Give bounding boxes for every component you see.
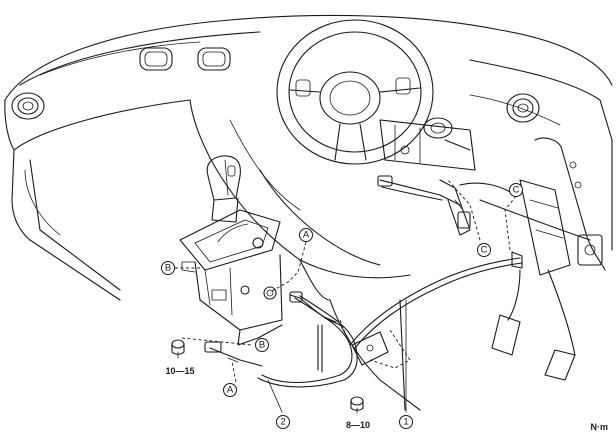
callout-ref-a-bottom: A [223, 383, 237, 397]
shift-cable [204, 251, 523, 411]
svg-text:C: C [481, 245, 488, 256]
svg-text:A: A [227, 385, 234, 396]
callout-ref-a-top: A [299, 228, 313, 242]
part-leader-lines [267, 299, 407, 413]
reference-leaders [175, 179, 517, 383]
torque-label-bottom: 8—10 [346, 420, 370, 430]
svg-text:2: 2 [280, 417, 285, 428]
callout-ref-b-right: B [255, 338, 269, 352]
callout-ref-b-left: B [161, 261, 175, 275]
callout-ref-c-mid: C [477, 243, 491, 257]
center-air-vents [139, 47, 231, 71]
unit-label: N·m [591, 422, 609, 432]
svg-text:A: A [303, 230, 310, 241]
callout-part-2: 2 [276, 415, 290, 429]
right-air-vent [506, 93, 540, 123]
steering-column-assembly [379, 117, 476, 171]
dashboard-outline [4, 14, 613, 411]
svg-text:1: 1 [403, 417, 408, 428]
svg-text:B: B [259, 340, 265, 351]
svg-text:B: B [165, 263, 171, 274]
svg-text:C: C [513, 185, 520, 196]
callout-part-1: 1 [399, 415, 413, 429]
pedal-assembly [491, 137, 606, 381]
bolt-bottom [350, 396, 364, 414]
callout-ref-c-right: C [509, 183, 523, 197]
torque-label-left: 10—15 [165, 366, 194, 376]
left-air-vent [11, 92, 45, 120]
bolt-left [171, 339, 185, 359]
steering-wheel [276, 19, 434, 165]
selector-lever-unit [179, 155, 283, 346]
wiring-harness [377, 175, 516, 236]
